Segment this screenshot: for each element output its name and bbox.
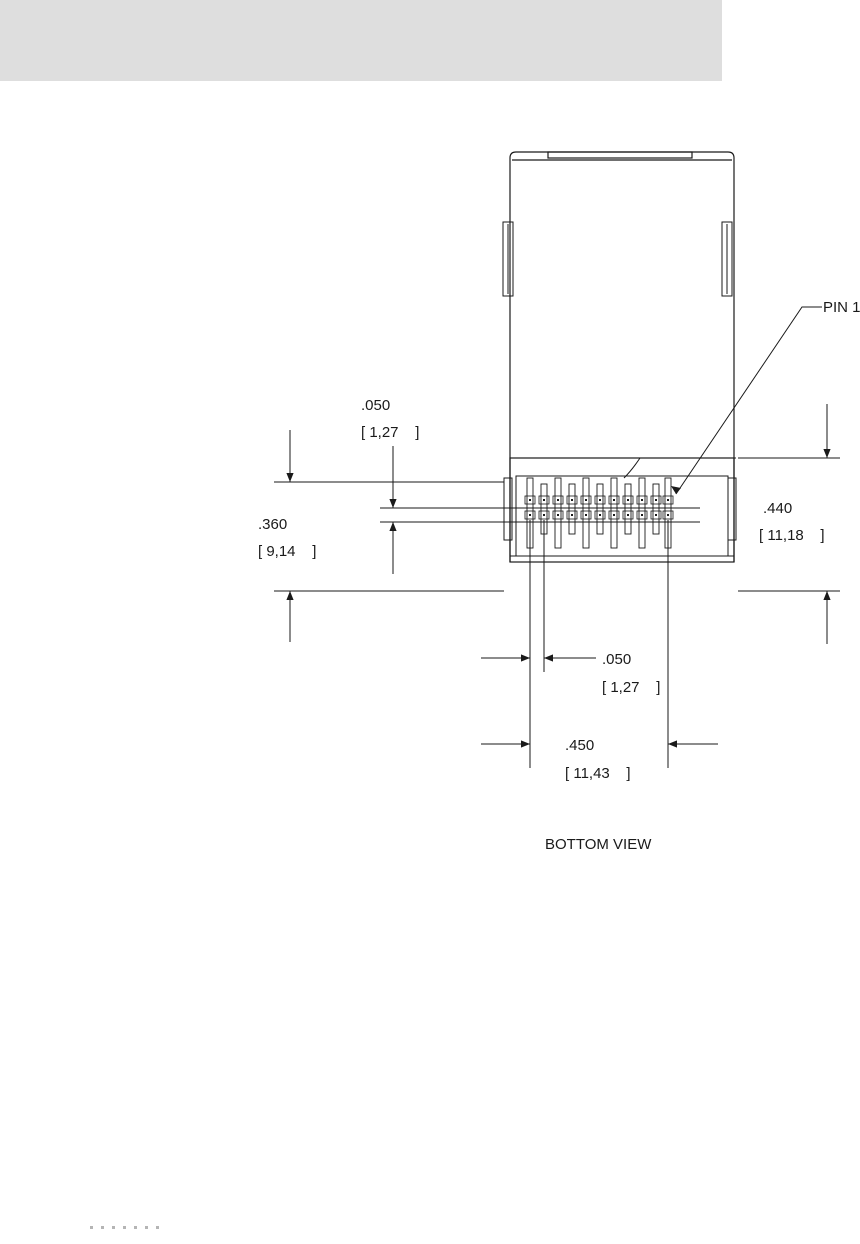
- footer-dots: [90, 1226, 170, 1232]
- pin-center: [543, 514, 545, 516]
- dimension-height-360: .360 [ 9,14 ]: [258, 430, 504, 642]
- pin-center: [655, 514, 657, 516]
- pin-center: [627, 514, 629, 516]
- pin: [611, 478, 617, 548]
- pin: [639, 478, 645, 548]
- pin-center: [529, 514, 531, 516]
- pin-center: [627, 499, 629, 501]
- width-450-inch: .450: [565, 737, 594, 754]
- pin-center: [641, 514, 643, 516]
- height-440-inch: .440: [763, 500, 792, 517]
- pin: [625, 484, 631, 534]
- pin-center: [655, 499, 657, 501]
- footer-dot: [156, 1226, 159, 1229]
- pitch-horizontal-inch: .050: [602, 651, 631, 668]
- dimension-height-440: .440 [ 11,18 ]: [738, 404, 840, 644]
- view-title: BOTTOM VIEW: [545, 836, 652, 853]
- pin-center: [613, 499, 615, 501]
- pin-center: [529, 499, 531, 501]
- dimension-pitch-horizontal: .050 [ 1,27 ]: [481, 520, 660, 768]
- pin: [583, 478, 589, 548]
- footer-dot: [112, 1226, 115, 1229]
- pin-array: [525, 478, 673, 548]
- height-360-mm: [ 9,14 ]: [258, 543, 316, 560]
- footer-dot: [123, 1226, 126, 1229]
- pin: [653, 484, 659, 534]
- pin-1-leader: PIN 1: [624, 299, 860, 494]
- pitch-horizontal-mm: [ 1,27 ]: [602, 679, 660, 696]
- pin-center: [599, 514, 601, 516]
- height-360-inch: .360: [258, 516, 287, 533]
- pin: [555, 478, 561, 548]
- connector-body: [503, 152, 736, 562]
- pin-center: [557, 514, 559, 516]
- pin-center: [599, 499, 601, 501]
- pin-center: [641, 499, 643, 501]
- pin: [597, 484, 603, 534]
- footer-dot: [145, 1226, 148, 1229]
- pin-center: [571, 514, 573, 516]
- pin-center: [585, 514, 587, 516]
- pin-center: [543, 499, 545, 501]
- height-440-mm: [ 11,18 ]: [759, 527, 825, 544]
- pin-center: [667, 514, 669, 516]
- dimension-width-450: .450 [ 11,43 ]: [481, 520, 718, 782]
- pitch-vertical-mm: [ 1,27 ]: [361, 424, 419, 441]
- footer-dot: [134, 1226, 137, 1229]
- pitch-vertical-inch: .050: [361, 397, 390, 414]
- pin-center: [613, 514, 615, 516]
- pin: [569, 484, 575, 534]
- footer-dot: [101, 1226, 104, 1229]
- width-450-mm: [ 11,43 ]: [565, 765, 631, 782]
- pin-center: [557, 499, 559, 501]
- pin-center: [585, 499, 587, 501]
- pin-1-label: PIN 1: [823, 299, 860, 316]
- pin-center: [667, 499, 669, 501]
- footer-dot: [90, 1226, 93, 1229]
- pin-center: [571, 499, 573, 501]
